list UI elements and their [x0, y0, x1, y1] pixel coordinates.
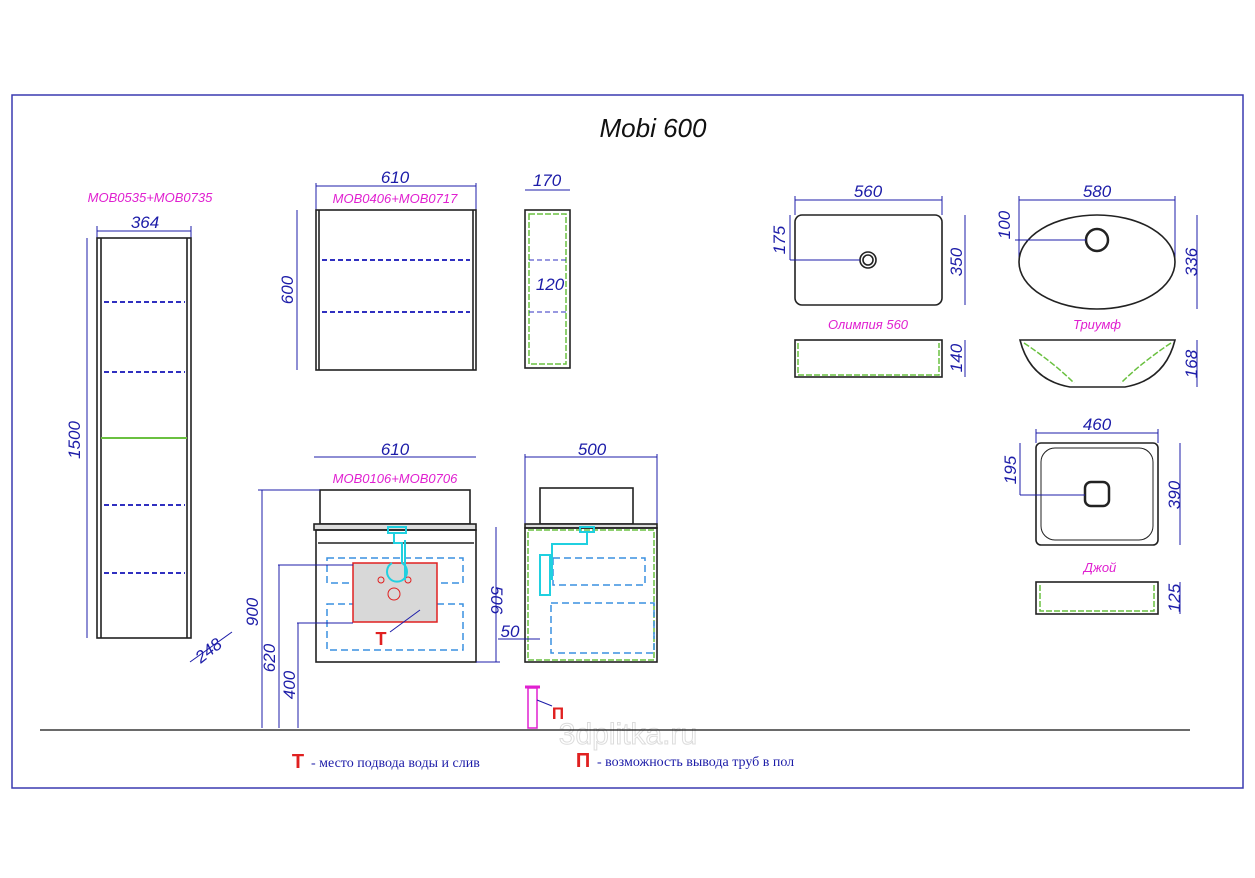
basin-joy: 460 195 390 Джой 125	[1001, 415, 1184, 615]
tall-height-dim: 1500	[65, 421, 84, 459]
wall-width-dim: 610	[381, 168, 410, 187]
frame	[11, 94, 1244, 789]
offset-50-dim: 50	[501, 622, 520, 641]
body-height-dim: 506	[487, 586, 506, 615]
tall-cabinet-code: MOB0535+MOB0735	[88, 190, 213, 205]
triumph-label: Триумф	[1073, 317, 1121, 332]
vanity-width-dim: 610	[381, 440, 410, 459]
basin-olympia: 560 175 350 Олимпия 560 140	[770, 182, 966, 378]
basin-triumph: 580 100 336 Триумф 168	[995, 182, 1201, 388]
vanity-front: 610 MOB0106+MOB0706 T 900 620 400 506	[243, 440, 506, 728]
vanity-depth-dim: 500	[578, 440, 607, 459]
triumph-height-dim: 168	[1182, 349, 1201, 378]
olympia-label: Олимпия 560	[828, 317, 909, 332]
floor-pipe	[527, 687, 538, 729]
wall-cabinet-code: MOB0406+MOB0717	[333, 191, 458, 206]
tall-width-dim: 364	[131, 213, 159, 232]
height-620-dim: 620	[260, 643, 279, 672]
drawing-title: Mobi 600	[600, 113, 707, 143]
height-400-dim: 400	[280, 670, 299, 699]
p-marker: П	[552, 704, 564, 723]
triumph-depth-dim: 336	[1182, 247, 1201, 276]
wall-cabinet: 610 MOB0406+MOB0717 600 170 120	[278, 168, 571, 371]
tall-depth-dim: 248	[191, 634, 226, 667]
legend-p-text: - возможность вывода труб в пол	[597, 755, 794, 770]
tall-cabinet: MOB0535+MOB0735 364 1500 248	[65, 190, 233, 668]
olympia-depth-dim: 350	[947, 247, 966, 276]
height-900-dim: 900	[243, 597, 262, 626]
legend-p-marker: П	[576, 750, 590, 772]
triumph-width-dim: 580	[1083, 182, 1112, 201]
wall-height-dim: 600	[278, 275, 297, 304]
vanity-code: MOB0106+MOB0706	[333, 471, 458, 486]
joy-label: Джой	[1082, 560, 1117, 575]
olympia-drain-dim: 175	[770, 225, 789, 254]
water-connection-area	[352, 562, 438, 623]
watermark: 3dplitka.ru	[559, 718, 697, 751]
olympia-width-dim: 560	[854, 182, 883, 201]
wall-depth-dim: 170	[533, 171, 562, 190]
legend: T - место подвода воды и слив П - возмож…	[292, 750, 794, 773]
joy-depth-dim: 390	[1165, 480, 1184, 509]
joy-height-dim: 125	[1165, 583, 1184, 612]
joy-drain-dim: 195	[1001, 455, 1020, 484]
olympia-height-dim: 140	[947, 343, 966, 372]
triumph-drain-dim: 100	[995, 210, 1014, 239]
joy-width-dim: 460	[1083, 415, 1112, 434]
t-marker: T	[376, 629, 387, 649]
legend-t-text: - место подвода воды и слив	[311, 756, 480, 771]
wall-inner-dim: 120	[536, 275, 565, 294]
legend-t-marker: T	[292, 751, 304, 773]
vanity-side: 500 50 П	[498, 440, 658, 729]
